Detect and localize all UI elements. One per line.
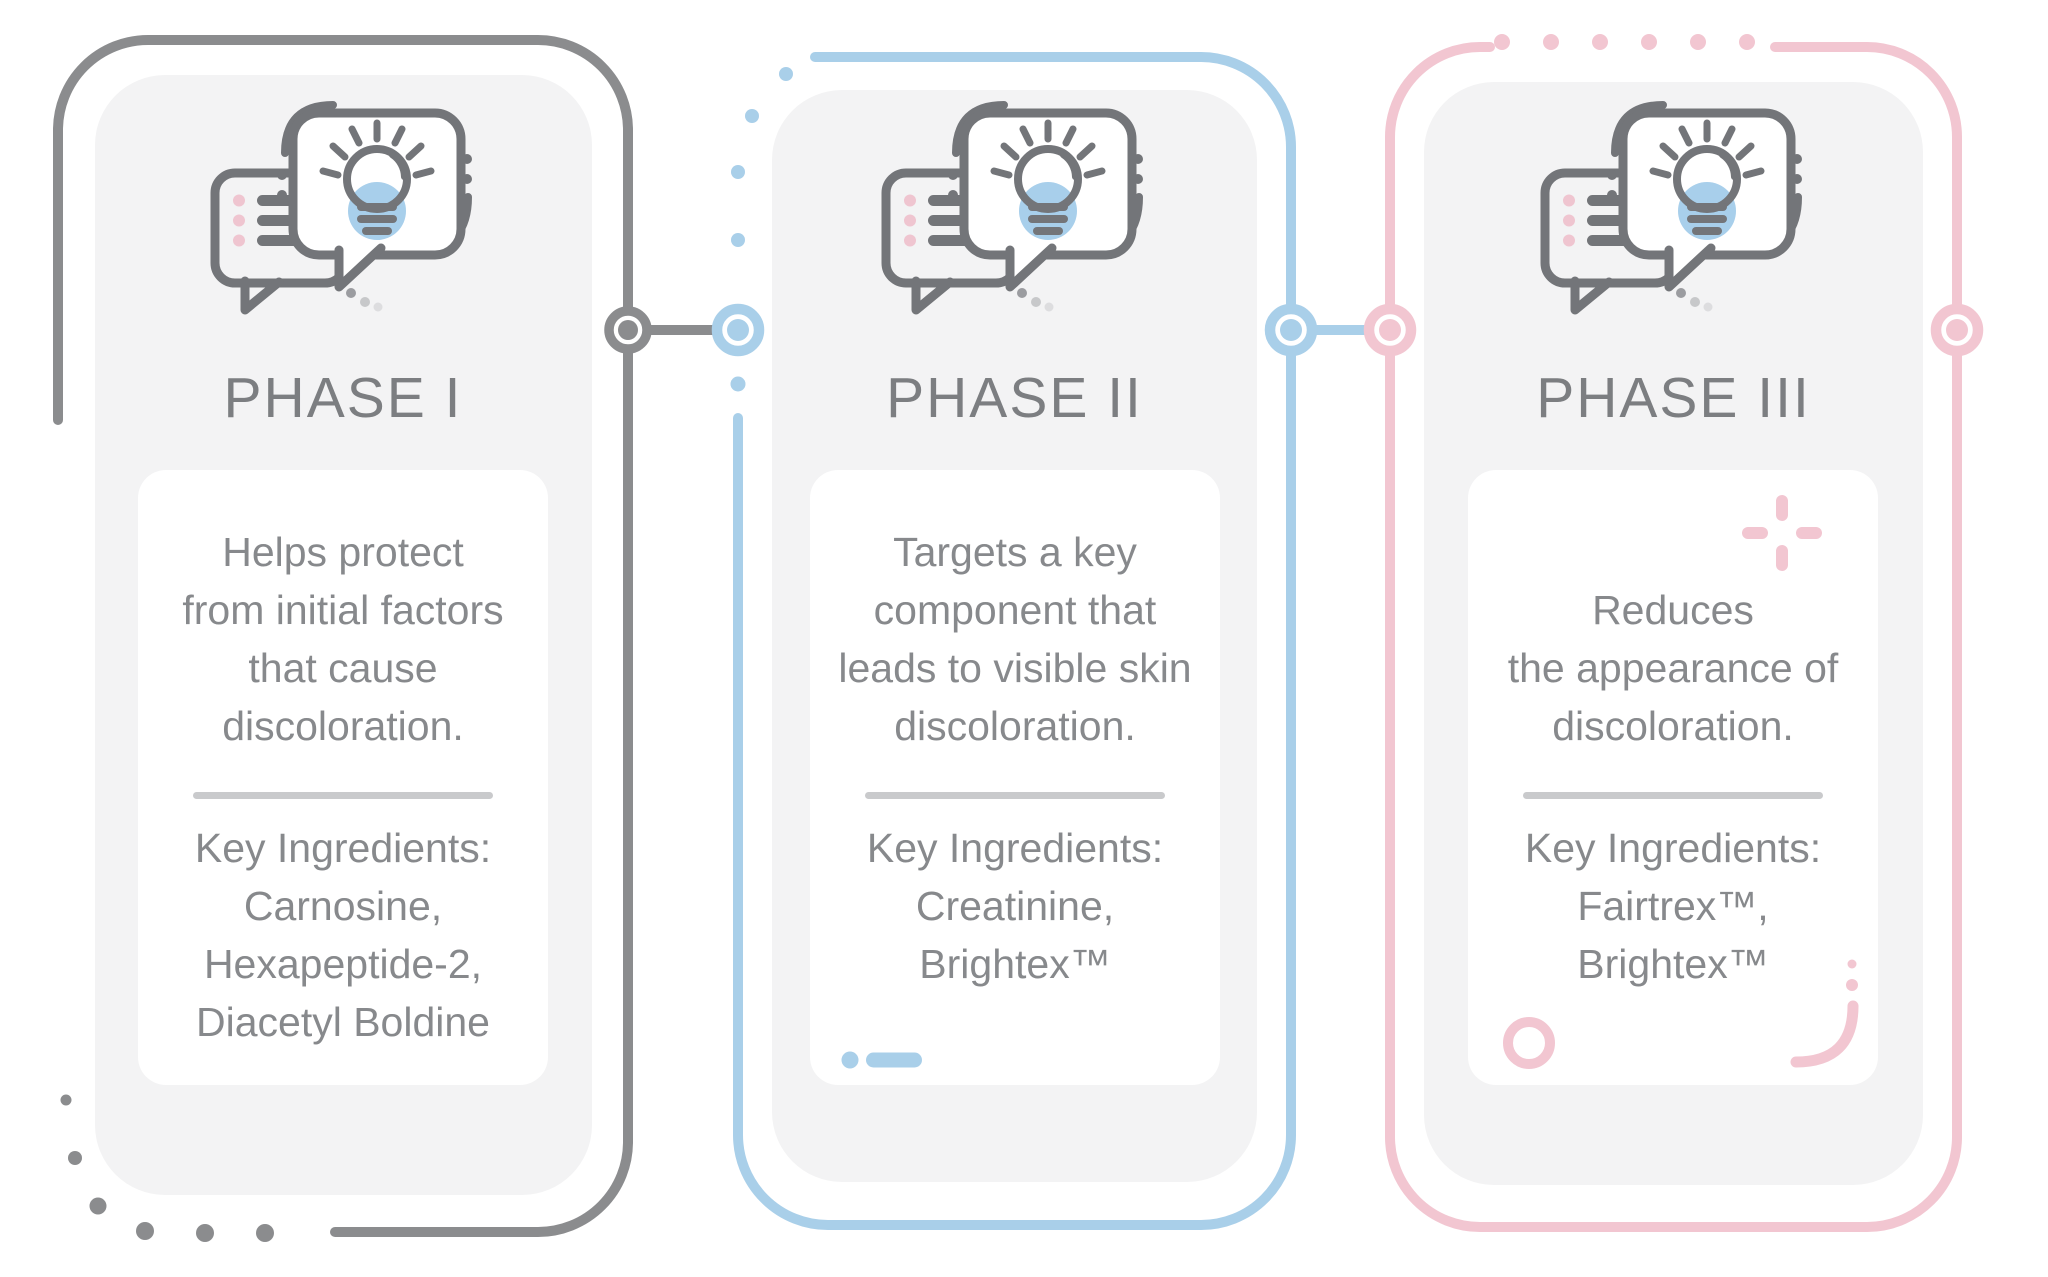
ingredients-line: Hexapeptide-2, — [203, 941, 483, 987]
phase-1-description-box: Helps protect from initial factors that … — [138, 470, 548, 1085]
phase-2-description-box: Targets a key component that leads to vi… — [810, 470, 1220, 1085]
phase-3-title: PHASE III — [1536, 366, 1811, 430]
speech-bubbles-lightbulb-icon — [193, 95, 493, 315]
ingredients-line: Carnosine, — [243, 883, 443, 929]
divider — [193, 792, 493, 799]
divider — [865, 792, 1165, 799]
ingredients-line: Key Ingredients: — [1524, 825, 1822, 871]
ingredients-line: Fairtrex™, — [1577, 883, 1769, 929]
connector-ring-pink-right — [1930, 303, 1984, 357]
description-line: discoloration. — [894, 703, 1136, 749]
phase-1-ingredients: Key Ingredients: Carnosine, Hexapeptide-… — [138, 819, 548, 1051]
ingredients-line: Diacetyl Boldine — [196, 999, 490, 1045]
description-line: Reduces — [1592, 587, 1754, 633]
divider — [1523, 792, 1823, 799]
phase-3-top-dots — [1494, 34, 1755, 50]
phase-2-ingredients: Key Ingredients: Creatinine, Brightex™ — [810, 819, 1220, 993]
connector-ring-blue-left — [711, 303, 765, 357]
description-line: from initial factors — [182, 587, 504, 633]
phase-1-description: Helps protect from initial factors that … — [138, 523, 548, 755]
connector-ring-blue-right — [1264, 303, 1318, 357]
description-line: Targets a key — [893, 529, 1137, 575]
connector-ring-gray — [604, 306, 652, 354]
phase-3-description: Reduces the appearance of discoloration. — [1468, 581, 1878, 755]
ingredients-line: Brightex™ — [1577, 941, 1769, 987]
description-line: leads to visible skin — [838, 645, 1192, 691]
description-line: discoloration. — [1552, 703, 1794, 749]
connector-ring-pink-left — [1363, 303, 1417, 357]
ingredients-line: Key Ingredients: — [194, 825, 492, 871]
phase-2-description: Targets a key component that leads to vi… — [810, 523, 1220, 755]
description-line: discoloration. — [222, 703, 464, 749]
phase-1-title: PHASE I — [223, 366, 463, 430]
ingredients-line: Key Ingredients: — [866, 825, 1164, 871]
description-line: the appearance of — [1507, 645, 1839, 691]
ingredients-line: Creatinine, — [915, 883, 1115, 929]
description-line: Helps protect — [222, 529, 464, 575]
speech-bubbles-lightbulb-icon — [1523, 95, 1823, 315]
ingredients-line: Brightex™ — [919, 941, 1111, 987]
description-line: component that — [873, 587, 1157, 633]
description-line: that cause — [248, 645, 438, 691]
phase-2-title: PHASE II — [886, 366, 1143, 430]
phase-3-ingredients: Key Ingredients: Fairtrex™, Brightex™ — [1468, 819, 1878, 993]
speech-bubbles-lightbulb-icon — [864, 95, 1164, 315]
phase-3-description-box: Reduces the appearance of discoloration.… — [1468, 470, 1878, 1085]
